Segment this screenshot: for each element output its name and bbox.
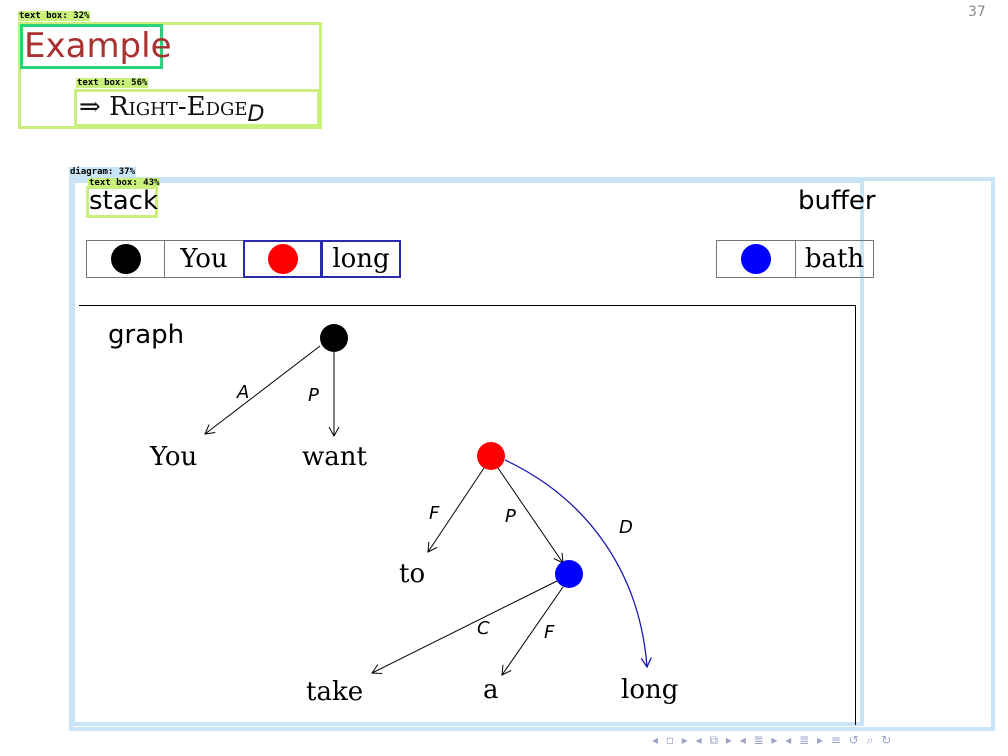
stack-cell-3 — [243, 240, 322, 278]
buffer-cell-1 — [716, 240, 796, 278]
graph-word-a: a — [483, 675, 499, 705]
edge-D — [504, 459, 652, 669]
graph-label: graph — [108, 320, 185, 350]
stack-label-highlight — [86, 186, 158, 218]
edge-C — [371, 580, 558, 674]
align-icon[interactable]: ≡ — [830, 733, 843, 747]
edge-label-P-1: P — [308, 385, 319, 406]
buffer-cell-2: bath — [795, 240, 874, 278]
transition-name: ⇒ Right-EdgeD — [79, 90, 265, 127]
edge-label-P-2: P — [505, 506, 516, 527]
blue-node-icon — [741, 244, 771, 274]
edge-A — [204, 345, 321, 435]
graph-word-want: want — [302, 442, 368, 472]
stack-label: stack — [89, 186, 159, 216]
stack-word-you: You — [180, 244, 228, 274]
edge-label-C: C — [477, 618, 490, 639]
subsection-icon[interactable]: ◂ ≣ ▸ — [785, 733, 826, 747]
edge-label-D: D — [619, 517, 633, 538]
stack-word-long: long — [332, 244, 390, 274]
edge-F-1 — [427, 467, 485, 553]
stack-cell-1 — [86, 240, 165, 278]
graph-word-long: long — [621, 675, 678, 705]
title-block-highlight — [18, 22, 322, 129]
frame-icon[interactable]: ◂ ⧉ ▸ — [695, 733, 734, 747]
zoom-icon[interactable]: ↻ — [881, 733, 894, 747]
section-icon[interactable]: ◂ ≣ ▸ — [739, 733, 780, 747]
implies-arrow: ⇒ — [79, 92, 101, 122]
black-node-icon — [110, 244, 141, 274]
graph-word-to: to — [399, 559, 425, 589]
text-box-tag-3: text box: 43% — [88, 178, 161, 186]
title-highlight — [20, 24, 163, 69]
diagram-tag: diagram: 37% — [69, 167, 137, 177]
edge-P-2 — [497, 467, 564, 564]
frame-title: Example — [24, 26, 172, 66]
edge-F-2 — [501, 586, 564, 676]
search-icon[interactable]: ⌕ — [866, 733, 876, 747]
text-box-tag-2: text box: 56% — [76, 78, 149, 88]
edge-label-F-2: F — [544, 622, 555, 643]
page-number: 37 — [968, 4, 986, 20]
nav-left-icon[interactable]: ◂ ▫ ▸ — [652, 733, 690, 747]
buffer-label: buffer — [798, 186, 876, 216]
edge-label-A: A — [236, 382, 249, 403]
graph-word-take: take — [306, 677, 363, 707]
red-node-icon — [267, 244, 298, 274]
beamer-navigation: ◂ ▫ ▸ ◂ ⧉ ▸ ◂ ≣ ▸ ◂ ≣ ▸ ≡ ↺ ⌕ ↻ — [652, 733, 893, 748]
buffer-word-bath: bath — [804, 244, 865, 274]
graph-box — [79, 305, 856, 725]
edge-label-F-1: F — [429, 503, 440, 524]
node-black — [320, 324, 348, 352]
transition-subscript: D — [247, 102, 265, 127]
transition-text: Right-Edge — [109, 92, 248, 122]
text-box-tag-1: text box: 32% — [18, 11, 91, 21]
subtitle-highlight — [74, 89, 320, 127]
stack-cell-4: long — [321, 240, 401, 278]
node-red — [477, 442, 505, 470]
back-icon[interactable]: ↺ — [848, 733, 861, 747]
graph-word-you: You — [149, 442, 197, 472]
diagram-highlight-inner — [71, 179, 864, 726]
node-blue — [555, 560, 583, 588]
